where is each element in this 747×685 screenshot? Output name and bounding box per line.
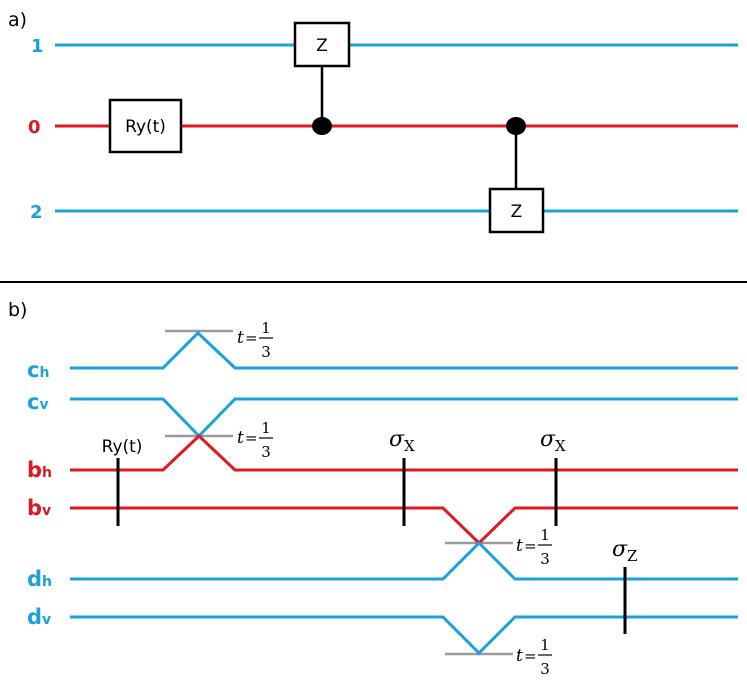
sigma-x-label-1: σX (389, 427, 415, 455)
coupler-label-top: t = 1 3 (237, 319, 273, 361)
mode-label-dv: dv (27, 605, 51, 629)
coupler-denominator: 3 (261, 343, 271, 361)
mode-path-ch (70, 330, 738, 370)
coupler-eq: = (524, 647, 537, 665)
coupler-numerator: 1 (540, 636, 550, 654)
ry-waveplate-label: Ry(t) (102, 437, 143, 457)
coupler-denominator: 3 (261, 443, 271, 461)
coupler-label-b-d: t = 1 3 (516, 526, 552, 568)
coupler-t: t (237, 428, 244, 448)
mode-label-dh: dh (27, 567, 52, 591)
coupler-bars (165, 329, 513, 656)
qubit-0-label: 0 (28, 117, 41, 138)
mode-path-dv (70, 615, 738, 656)
coupler-label-bottom: t = 1 3 (516, 636, 552, 678)
sigma-x-waveplate-1: σX (389, 427, 415, 526)
mode-path-dh (70, 540, 738, 581)
coupler-numerator: 1 (261, 319, 271, 337)
mode-label-bv: bv (27, 496, 51, 520)
coupler-label-c-b: t = 1 3 (237, 419, 273, 461)
control-dot (312, 117, 332, 135)
control-dot (506, 117, 526, 135)
coupler-eq: = (245, 429, 258, 447)
mode-paths (70, 330, 738, 656)
mode-label-bh: bh (27, 458, 52, 482)
panel-a-label: a) (8, 9, 27, 31)
panel-b-label: b) (8, 299, 27, 321)
ry-waveplate: Ry(t) (102, 437, 143, 526)
coupler-denominator: 3 (540, 550, 550, 568)
coupler-numerator: 1 (261, 419, 271, 437)
coupler-denominator: 3 (540, 660, 550, 678)
coupler-numerator: 1 (540, 526, 550, 544)
sigma-x-label-2: σX (540, 427, 566, 455)
sigma-z-waveplate: σZ (612, 537, 637, 634)
coupler-t: t (516, 536, 523, 556)
mode-label-cv: cv (27, 390, 49, 414)
ry-gate: Ry(t) (108, 98, 183, 154)
coupler-t: t (516, 646, 523, 666)
controlled-z-gate-upper: Z (293, 21, 351, 135)
controlled-z-gate-lower: Z (488, 117, 545, 234)
coupler-t: t (237, 328, 244, 348)
mode-labels: ch cv bh bv dh dv (27, 358, 52, 629)
mode-label-ch: ch (27, 358, 49, 382)
coupler-eq: = (524, 537, 537, 555)
qubit-2-label: 2 (30, 202, 43, 223)
sigma-z-label: σZ (612, 537, 637, 565)
qubit-1-label: 1 (31, 36, 44, 57)
ry-gate-label: Ry(t) (125, 117, 166, 137)
z-gate-lower-label: Z (511, 202, 523, 222)
coupler-eq: = (245, 329, 258, 347)
z-gate-upper-label: Z (316, 36, 328, 56)
sigma-x-waveplate-2: σX (540, 427, 566, 526)
